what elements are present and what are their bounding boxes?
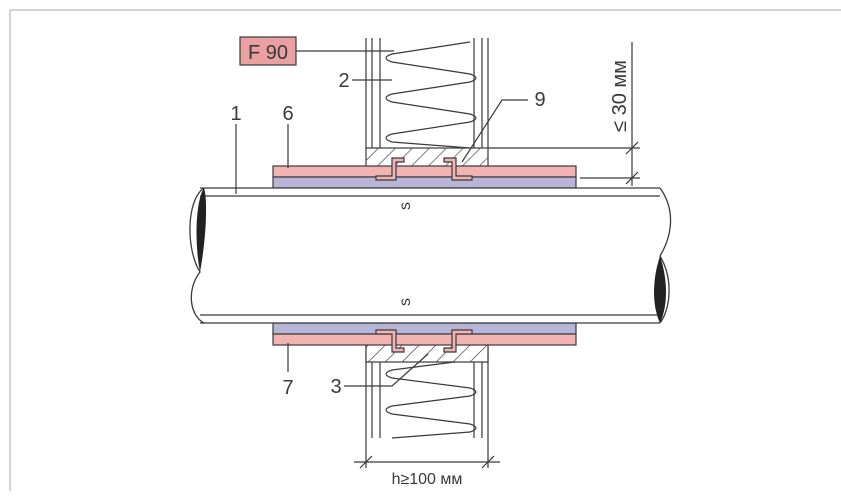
fire-rating-text: F 90 <box>248 42 288 64</box>
insulation-top <box>385 41 477 149</box>
collar-bottom-pink <box>272 333 577 346</box>
dimension-max-gap <box>488 42 640 186</box>
pipe <box>189 187 672 324</box>
pipe-end-left <box>189 187 205 324</box>
collar-bottom-lavender <box>272 322 577 335</box>
label-6: 6 <box>282 103 293 125</box>
label-1: 1 <box>230 103 241 125</box>
frame-lines <box>9 9 841 491</box>
collar-top-pink <box>272 165 577 178</box>
label-7: 7 <box>282 377 293 399</box>
fire-rating-badge: F 90 <box>239 36 394 66</box>
leader-lines <box>235 79 528 387</box>
clamps-top <box>375 157 473 181</box>
dimension-wall-thickness-text: h≥100 мм <box>392 471 463 488</box>
gap-label-bottom: s <box>397 298 414 306</box>
dimension-max-gap-text: ≤ 30 мм <box>609 60 631 132</box>
dimension-wall-thickness <box>354 438 500 469</box>
wall-top <box>365 38 489 148</box>
clamps-bottom <box>375 329 473 353</box>
gap-label-top: s <box>397 202 414 210</box>
label-9: 9 <box>534 89 545 111</box>
label-2: 2 <box>338 70 349 92</box>
collar-top-lavender <box>272 176 577 189</box>
insulation-bottom <box>385 359 477 439</box>
label-3: 3 <box>330 376 341 398</box>
